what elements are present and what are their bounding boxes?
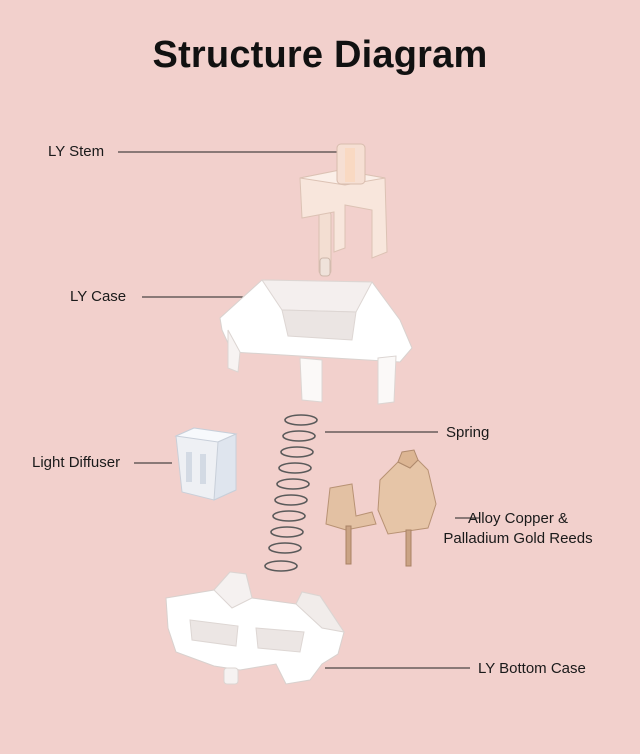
bottom-case-part xyxy=(165,571,346,685)
case-part xyxy=(219,279,413,405)
stem-label: LY Stem xyxy=(48,143,105,160)
spring-part xyxy=(264,414,318,572)
case-label: LY Case xyxy=(70,288,127,305)
diffuser-label: Light Diffuser xyxy=(32,454,121,471)
light-diffuser-part xyxy=(174,427,238,501)
reeds-label: Alloy Copper & Palladium Gold Reeds xyxy=(436,509,600,549)
stem-part xyxy=(299,143,388,277)
reeds-label-line-1: Alloy Copper & xyxy=(467,510,569,527)
reeds-label-line-2: Palladium Gold Reeds xyxy=(443,530,593,547)
spring-label: Spring xyxy=(446,424,490,441)
bottom-case-label: LY Bottom Case xyxy=(478,660,586,677)
page-title: Structure Diagram xyxy=(152,34,488,76)
reeds-part xyxy=(325,449,437,567)
